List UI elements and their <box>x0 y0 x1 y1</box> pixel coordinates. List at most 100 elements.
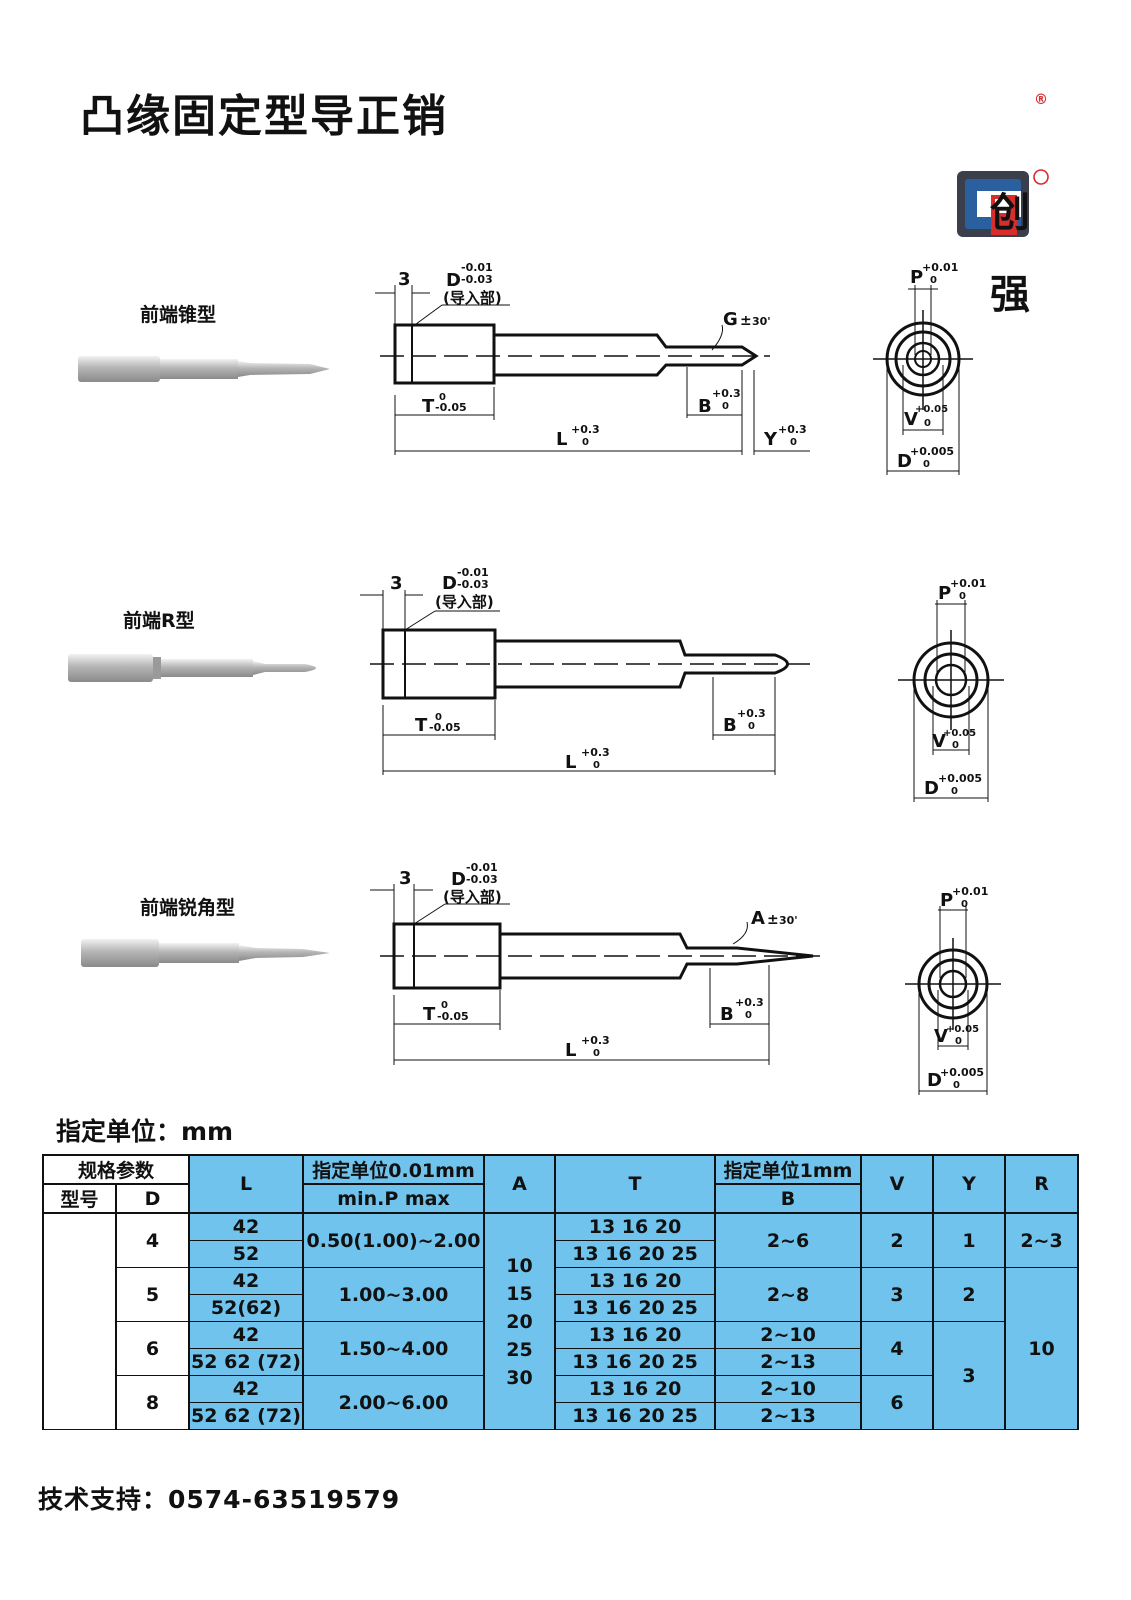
svg-text:+0.3: +0.3 <box>778 423 807 436</box>
table-cell-T: 13 16 20 25 <box>554 1348 717 1376</box>
svg-text:0: 0 <box>593 1048 600 1059</box>
table-cell-R: 2~3 <box>1004 1212 1080 1268</box>
svg-text:3: 3 <box>390 573 403 594</box>
table-cell-B: 2~6 <box>714 1212 863 1268</box>
svg-text:B: B <box>698 396 712 417</box>
svg-text:L: L <box>565 1040 576 1061</box>
svg-text:0: 0 <box>748 721 755 732</box>
brand-logo <box>957 169 1049 237</box>
table-cell-L: 42 <box>188 1267 305 1295</box>
svg-text:0: 0 <box>924 418 931 429</box>
table-cell-Y: 1 <box>932 1212 1007 1268</box>
table-cell-L: 42 <box>188 1321 305 1349</box>
tech-support: 技术支持：0574-63519579 <box>38 1485 401 1514</box>
table-cell-P: 1.50~4.00 <box>302 1321 486 1376</box>
table-cell-L: 42 <box>188 1212 305 1241</box>
svg-text:-0.03: -0.03 <box>457 578 489 591</box>
svg-text:A: A <box>751 908 765 929</box>
svg-text:+0.01: +0.01 <box>922 261 958 274</box>
table-cell-T: 13 16 20 <box>554 1375 717 1403</box>
table-cell-R: 10 <box>1004 1267 1080 1430</box>
svg-text:D: D <box>446 270 461 291</box>
svg-text:B: B <box>720 1004 734 1025</box>
svg-text:0: 0 <box>722 401 729 412</box>
table-cell-T: 13 16 20 <box>554 1321 717 1349</box>
table-cell-Y: 2 <box>932 1267 1007 1322</box>
header-A: A <box>483 1154 557 1214</box>
svg-text:0: 0 <box>961 899 968 910</box>
unit-label: 指定单位：mm <box>56 1117 234 1146</box>
svg-text:0: 0 <box>930 275 937 286</box>
svg-text:-0.03: -0.03 <box>466 873 498 886</box>
svg-text:Y: Y <box>763 429 778 450</box>
svg-text:0: 0 <box>951 786 958 797</box>
brand-char-1: 创 <box>990 190 1030 236</box>
svg-text:+0.05: +0.05 <box>946 1024 979 1035</box>
table-cell-B: 2~10 <box>714 1321 863 1349</box>
svg-text:0: 0 <box>582 437 589 448</box>
svg-text:0: 0 <box>790 437 797 448</box>
svg-text:V: V <box>934 1026 948 1047</box>
pin-label-r: 前端R型 <box>123 610 195 632</box>
svg-text:0: 0 <box>955 1036 962 1047</box>
registered-mark: ® <box>1034 92 1048 108</box>
svg-text:-0.05: -0.05 <box>429 721 461 734</box>
svg-text:0: 0 <box>923 459 930 470</box>
header-V: V <box>860 1154 935 1214</box>
table-cell-T: 13 16 20 <box>554 1267 717 1295</box>
svg-text:+0.3: +0.3 <box>581 746 610 759</box>
header-unit-001: 指定单位0.01mm <box>302 1154 486 1185</box>
header-model: 型号 <box>42 1183 117 1214</box>
svg-text:+0.3: +0.3 <box>737 707 766 720</box>
table-cell-D: 5 <box>114 1267 191 1322</box>
svg-text:V: V <box>904 409 918 430</box>
svg-text:±: ± <box>767 912 779 928</box>
svg-text:0: 0 <box>959 591 966 602</box>
svg-text:(导入部): (导入部) <box>443 888 502 906</box>
svg-text:P: P <box>940 890 953 911</box>
svg-text:(导入部): (导入部) <box>443 289 502 307</box>
svg-text:-0.05: -0.05 <box>437 1010 469 1023</box>
table-cell-T: 13 16 20 25 <box>554 1294 717 1322</box>
header-B: B <box>714 1183 863 1214</box>
header-unit-1: 指定单位1mm <box>714 1154 863 1185</box>
svg-text:B: B <box>723 715 737 736</box>
svg-text:L: L <box>556 429 567 450</box>
pin-photo-sharp <box>81 939 330 967</box>
svg-text:0: 0 <box>435 712 442 723</box>
drawing-taper: 3 D -0.01 -0.03 (导入部) G ± 30' T 0 -0.05 … <box>375 261 810 455</box>
svg-text:+0.3: +0.3 <box>571 423 600 436</box>
table-cell-L: 52 62 (72) <box>188 1402 305 1430</box>
svg-text:30': 30' <box>779 914 798 927</box>
svg-text:D: D <box>927 1070 942 1091</box>
svg-text:-0.01: -0.01 <box>461 261 493 274</box>
header-Y: Y <box>932 1154 1007 1214</box>
table-cell-B: 2~10 <box>714 1375 863 1403</box>
table-cell-L: 42 <box>188 1375 305 1403</box>
page-title: 凸缘固定型导正销 <box>80 91 448 142</box>
svg-text:T: T <box>423 1004 436 1025</box>
svg-text:+0.005: +0.005 <box>910 445 954 458</box>
header-D: D <box>114 1183 191 1214</box>
table-cell-T: 13 16 20 25 <box>554 1402 717 1430</box>
pin-photo-taper <box>78 356 330 382</box>
table-cell-A: 10 15 20 25 30 <box>483 1212 557 1430</box>
brand-char-2: 强 <box>990 272 1030 318</box>
svg-text:+0.3: +0.3 <box>735 996 764 1009</box>
svg-text:+0.005: +0.005 <box>938 772 982 785</box>
svg-text:-0.03: -0.03 <box>461 273 493 286</box>
svg-text:D: D <box>897 451 912 472</box>
table-cell-V: 2 <box>860 1212 935 1268</box>
svg-text:D: D <box>924 778 939 799</box>
drawing-sharp: 3 D -0.01 -0.03 (导入部) A ± 30' T 0 -0.05 … <box>370 861 820 1065</box>
table-cell-T: 13 16 20 <box>554 1212 717 1241</box>
svg-text:+0.05: +0.05 <box>943 728 976 739</box>
header-minP: min.P max <box>302 1183 486 1214</box>
header-T: T <box>554 1154 717 1214</box>
svg-text:+0.005: +0.005 <box>940 1066 984 1079</box>
pin-label-sharp: 前端锐角型 <box>140 897 236 919</box>
svg-text:±: ± <box>740 313 752 329</box>
svg-text:3: 3 <box>398 269 411 290</box>
pin-photo-r <box>68 654 316 682</box>
svg-text:+0.3: +0.3 <box>712 387 741 400</box>
